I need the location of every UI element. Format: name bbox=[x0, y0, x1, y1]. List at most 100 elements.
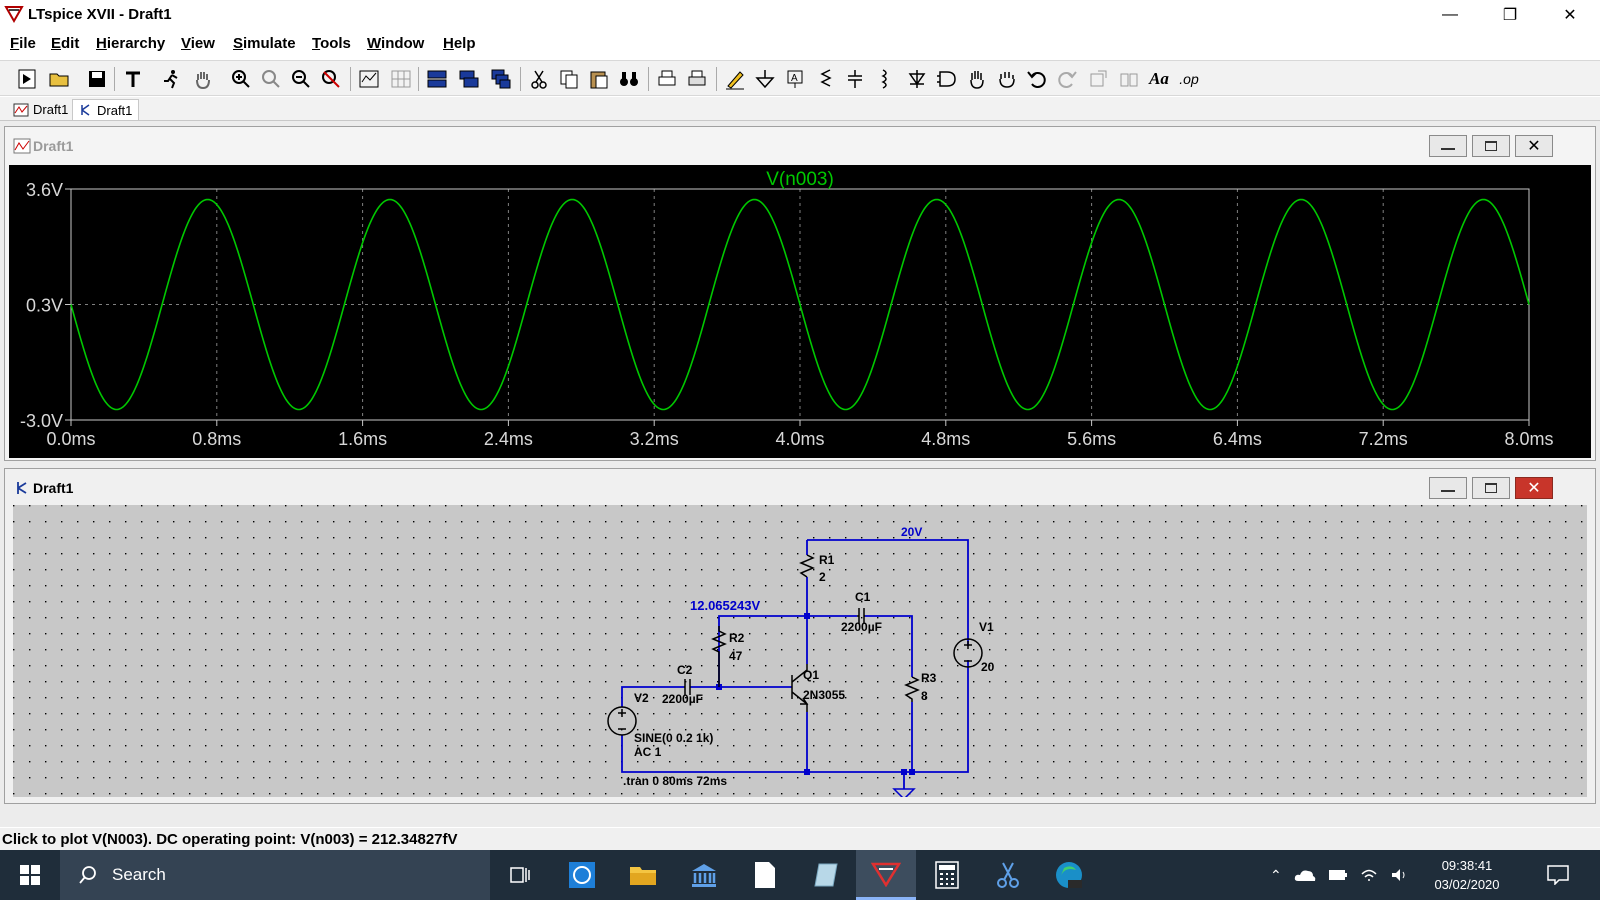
schematic-maximize-button[interactable] bbox=[1472, 477, 1510, 499]
start-button[interactable] bbox=[0, 850, 60, 900]
mirror-button[interactable] bbox=[1116, 66, 1142, 92]
restore-icon: ❐ bbox=[1502, 7, 1518, 24]
volume-icon[interactable] bbox=[1390, 867, 1408, 883]
zoom-fit-button[interactable] bbox=[318, 66, 344, 92]
waveform-minimize-button[interactable] bbox=[1429, 135, 1467, 157]
menu-edit[interactable]: Edit bbox=[51, 35, 80, 52]
chevron-up-icon[interactable]: ⌃ bbox=[1270, 866, 1282, 883]
tab-schematic-draft1[interactable]: Draft1 bbox=[72, 99, 140, 120]
menu-tools[interactable]: Tools bbox=[312, 35, 351, 52]
open-button[interactable] bbox=[46, 66, 72, 92]
print-preview-button[interactable] bbox=[684, 66, 710, 92]
v1-source[interactable] bbox=[953, 638, 983, 668]
edge-dev-button[interactable] bbox=[1039, 850, 1099, 900]
tab-waveform-draft1[interactable]: Draft1 bbox=[6, 99, 75, 120]
move-button[interactable] bbox=[964, 66, 990, 92]
schematic-canvas[interactable]: 20V 12.065243V R1 2 R2 47 R3 8 C1 2200µF… bbox=[13, 505, 1587, 797]
r2-resistor[interactable] bbox=[711, 626, 727, 687]
menu-simulate[interactable]: Simulate bbox=[233, 35, 296, 52]
bank-icon bbox=[692, 864, 716, 887]
folder-open-icon bbox=[49, 73, 69, 87]
find-button[interactable] bbox=[616, 66, 642, 92]
paste-icon bbox=[590, 71, 608, 89]
app-button[interactable] bbox=[796, 850, 856, 900]
v2-source[interactable] bbox=[607, 706, 637, 736]
waveform-maximize-button[interactable] bbox=[1472, 135, 1510, 157]
run-button[interactable] bbox=[158, 66, 184, 92]
schematic-close-button[interactable]: ✕ bbox=[1515, 477, 1553, 499]
cut-button[interactable] bbox=[526, 66, 552, 92]
file-explorer-button[interactable] bbox=[613, 850, 673, 900]
zoom-out-button[interactable] bbox=[288, 66, 314, 92]
c1-capacitor[interactable] bbox=[857, 608, 865, 624]
save-button[interactable] bbox=[84, 66, 110, 92]
tile-vertical-button[interactable] bbox=[456, 66, 482, 92]
new-schematic-button[interactable] bbox=[14, 66, 40, 92]
cloud-icon[interactable] bbox=[1294, 868, 1316, 882]
notepad-button[interactable] bbox=[735, 850, 795, 900]
bank-app-button[interactable] bbox=[674, 850, 734, 900]
control-panel-button[interactable] bbox=[120, 66, 146, 92]
inductor-button[interactable] bbox=[872, 66, 898, 92]
spice-directive[interactable]: .tran 0 80ms 72ms bbox=[623, 774, 727, 788]
pan-button[interactable] bbox=[258, 66, 284, 92]
label-net-button[interactable]: A bbox=[782, 66, 808, 92]
component-button[interactable] bbox=[934, 66, 960, 92]
ltspice-taskbar-button[interactable] bbox=[856, 850, 916, 900]
cascade-button[interactable] bbox=[488, 66, 514, 92]
draw-wire-button[interactable] bbox=[722, 66, 748, 92]
copy-button[interactable] bbox=[556, 66, 582, 92]
hand-drag-icon bbox=[999, 72, 1015, 88]
clock-time: 09:38:41 bbox=[1441, 858, 1493, 873]
menu-file[interactable]: File bbox=[10, 35, 36, 52]
diode-button[interactable] bbox=[904, 66, 930, 92]
close-button[interactable]: ✕ bbox=[1540, 0, 1600, 30]
halt-button[interactable] bbox=[190, 66, 216, 92]
autorange-button[interactable] bbox=[356, 66, 382, 92]
x-tick-label: 0.8ms bbox=[192, 429, 241, 449]
menu-hierarchy[interactable]: Hierarchy bbox=[96, 35, 166, 52]
redo-button[interactable] bbox=[1054, 66, 1080, 92]
menu-window[interactable]: Window bbox=[367, 35, 425, 52]
battery-icon[interactable] bbox=[1328, 869, 1348, 881]
schematic-minimize-button[interactable] bbox=[1429, 477, 1467, 499]
r1-resistor[interactable] bbox=[799, 554, 815, 578]
schematic-window-titlebar[interactable]: Draft1 ✕ bbox=[5, 469, 1595, 507]
waveform-window-titlebar[interactable]: Draft1 ✕ bbox=[5, 127, 1595, 165]
r3-resistor[interactable] bbox=[904, 676, 920, 702]
menu-view[interactable]: View bbox=[181, 35, 215, 52]
zoom-in-button[interactable] bbox=[228, 66, 254, 92]
paste-button[interactable] bbox=[586, 66, 612, 92]
search-box[interactable]: Search bbox=[60, 850, 490, 900]
spice-directive-button[interactable]: .op bbox=[1176, 66, 1202, 92]
print-button[interactable] bbox=[654, 66, 680, 92]
ground-button[interactable] bbox=[752, 66, 778, 92]
undo-button[interactable] bbox=[1024, 66, 1050, 92]
task-view-button[interactable] bbox=[490, 850, 550, 900]
rotate-button[interactable] bbox=[1086, 66, 1112, 92]
drag-button[interactable] bbox=[994, 66, 1020, 92]
maximize-button[interactable]: ❐ bbox=[1480, 0, 1540, 30]
schematic-window: Draft1 ✕ bbox=[4, 468, 1596, 804]
clock[interactable]: 09:38:41 03/02/2020 bbox=[1412, 856, 1522, 894]
wifi-icon[interactable] bbox=[1360, 867, 1378, 883]
ltspice-logo-icon bbox=[4, 6, 24, 24]
sync-app-button[interactable] bbox=[552, 850, 612, 900]
q1-transistor[interactable] bbox=[791, 664, 809, 712]
tile-horizontal-button[interactable] bbox=[424, 66, 450, 92]
c2-capacitor[interactable] bbox=[684, 679, 691, 695]
grid-button[interactable] bbox=[388, 66, 414, 92]
toolbar-separator bbox=[418, 67, 419, 91]
waveform-close-button[interactable]: ✕ bbox=[1515, 135, 1553, 157]
resistor-button[interactable] bbox=[812, 66, 838, 92]
capacitor-button[interactable] bbox=[842, 66, 868, 92]
snipping-tool-button[interactable] bbox=[978, 850, 1038, 900]
calculator-button[interactable] bbox=[917, 850, 977, 900]
menu-help[interactable]: Help bbox=[443, 35, 476, 52]
notifications-button[interactable] bbox=[1530, 850, 1586, 900]
text-button[interactable]: Aa bbox=[1146, 66, 1172, 92]
x-tick-label: 3.2ms bbox=[630, 429, 679, 449]
resistor-icon bbox=[820, 69, 832, 87]
minimize-button[interactable]: — bbox=[1420, 0, 1480, 30]
